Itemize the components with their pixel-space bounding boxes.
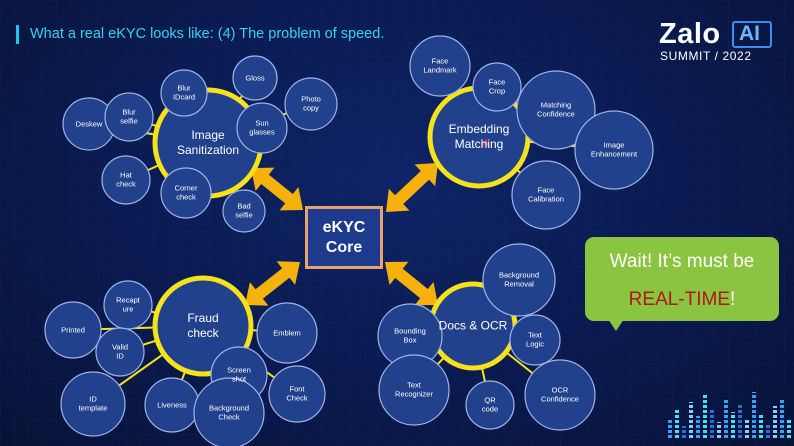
node-valid-id [95,327,145,377]
node-qr-code [465,380,515,430]
slide-title: What a real eKYC looks like: (4) The pro… [30,26,385,42]
node-photo-copy [284,77,338,131]
equalizer-bar [724,398,728,438]
equalizer-bar [759,414,763,438]
callout-exclamation: ! [730,289,736,310]
logo-subtitle: SUMMIT / 2022 [660,49,752,63]
logo-wordmark: Zalo [659,18,721,50]
node-background-check [193,377,265,446]
logo-ai-mark: AI [739,22,760,45]
node-bad-selfie [222,189,266,233]
node-emblem [256,302,318,364]
node-recapture [103,280,153,330]
equalizer-bar [780,400,784,438]
equalizer-bar [696,416,700,438]
node-liveness [144,377,200,433]
node-text-logic [509,314,561,366]
arrow-core-image-sanitization [251,167,303,211]
node-face-calibration [511,160,581,230]
node-background-removal [482,243,556,317]
node-sun-glasses [236,102,288,154]
equalizer-bar [752,392,756,438]
equalizer-bar [668,420,672,438]
ekyc-core-box: eKYC Core [305,206,383,269]
equalizer-bar [703,394,707,438]
node-gloss [232,55,278,101]
node-blur-selfie [104,92,154,142]
equalizer-bar [710,408,714,438]
callout-line-2: REAL-TIME! [585,289,779,311]
equalizer-bar [675,410,679,438]
arrow-core-fraud-check [245,261,300,306]
equalizer-bar [738,404,742,438]
node-image-enhancement [574,110,654,190]
equalizer-bar [766,424,770,438]
equalizer-bar [689,402,693,438]
logo-ai-frame [732,21,772,48]
node-hat-check [101,155,151,205]
callout-realtime-text: REAL-TIME [628,289,731,310]
node-blur-idcard [160,69,208,117]
arrow-core-docs-ocr [385,261,438,306]
node-ocr-confidence [524,359,596,431]
node-face-crop [472,62,522,112]
equalizer-bar [717,422,721,438]
equalizer-bar [745,418,749,438]
equalizer-bar [787,420,791,438]
equalizer-bar [731,412,735,438]
node-printed [44,301,102,359]
node-face-landmark [409,35,471,97]
node-corner-check [160,167,212,219]
equalizer-bar [682,426,686,438]
node-text-recognizer [378,354,450,426]
callout-tail [606,316,626,331]
node-font-check [268,365,326,423]
arrow-core-embedding-matching [386,163,438,212]
equalizer-bar [773,406,777,438]
realtime-callout: Wait! It’s must be REAL-TIME! [585,237,779,321]
callout-line-1: Wait! It’s must be [609,251,755,272]
node-matching-confidence [516,70,596,150]
core-line-1: eKYC [322,218,366,236]
node-id-template [60,371,126,437]
title-accent-bar [16,25,19,44]
core-line-2: Core [325,238,363,256]
cursor-mark-icon [482,138,489,147]
zalo-ai-summit-logo: Zalo AI SUMMIT / 2022 [659,18,789,64]
